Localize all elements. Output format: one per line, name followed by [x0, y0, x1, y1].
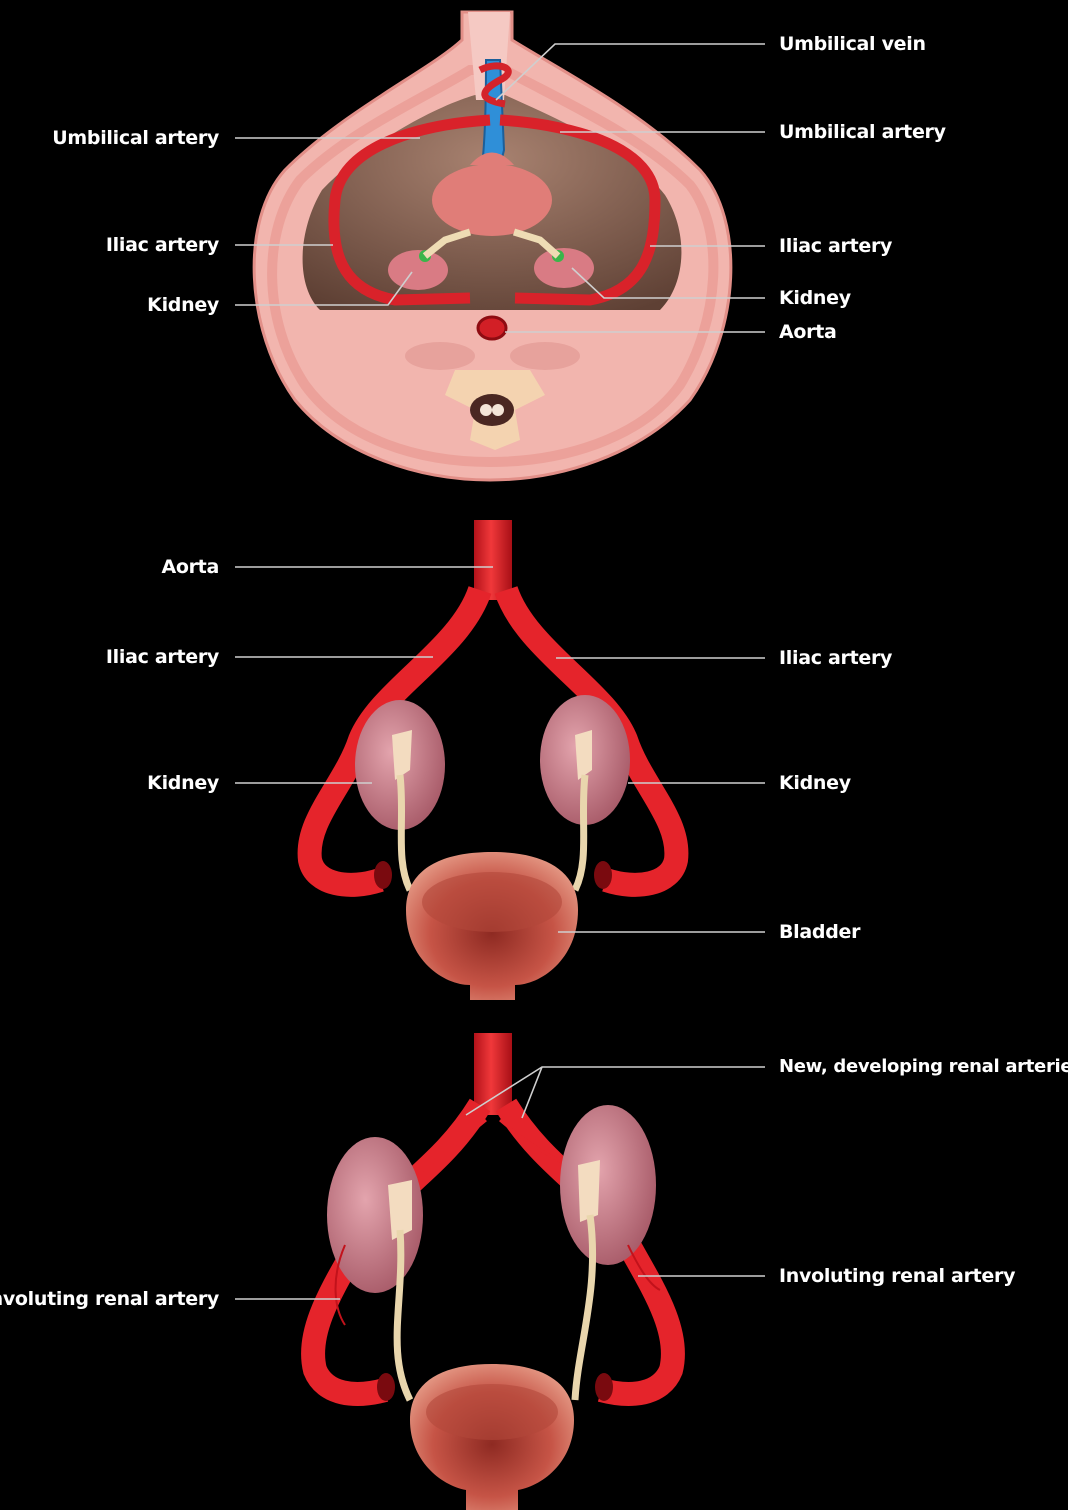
label-involuting-renal-artery-right: Involuting renal artery — [779, 1265, 1015, 1287]
kidney-left-bottom — [327, 1137, 423, 1400]
bladder-sac — [432, 164, 552, 236]
aorta-trunk — [474, 520, 512, 600]
label-new-renal-arteries: New, developing renal arteries — [779, 1056, 1068, 1078]
label-iliac-artery-right-top: Iliac artery — [779, 235, 892, 257]
aorta-section — [478, 317, 506, 339]
label-umbilical-artery-left: Umbilical artery — [52, 127, 219, 149]
label-iliac-artery-left-middle: Iliac artery — [106, 646, 219, 668]
bladder-middle — [406, 852, 578, 1000]
label-kidney-left-middle: Kidney — [147, 772, 219, 794]
aorta-trunk-bottom — [474, 1033, 512, 1115]
leader-new-renal-arteries-b — [522, 1067, 542, 1118]
label-kidney-right-middle: Kidney — [779, 772, 851, 794]
label-umbilical-artery-right: Umbilical artery — [779, 121, 946, 143]
panel-middle-pelvic-kidneys — [310, 520, 677, 1000]
bladder-bottom — [410, 1364, 574, 1510]
kidney-right-middle — [540, 695, 630, 890]
panel-bottom-kidney-ascent — [313, 1033, 673, 1510]
label-kidney-right-top: Kidney — [779, 287, 851, 309]
label-kidney-left-top: Kidney — [147, 294, 219, 316]
label-involuting-renal-artery-left: Involuting renal artery — [0, 1288, 219, 1310]
label-aorta-middle: Aorta — [161, 556, 219, 578]
label-umbilical-vein: Umbilical vein — [779, 33, 926, 55]
label-iliac-artery-left-top: Iliac artery — [106, 234, 219, 256]
label-iliac-artery-right-middle: Iliac artery — [779, 647, 892, 669]
kidney-left-middle — [355, 700, 445, 890]
label-bladder: Bladder — [779, 921, 860, 943]
label-aorta-top: Aorta — [779, 321, 837, 343]
